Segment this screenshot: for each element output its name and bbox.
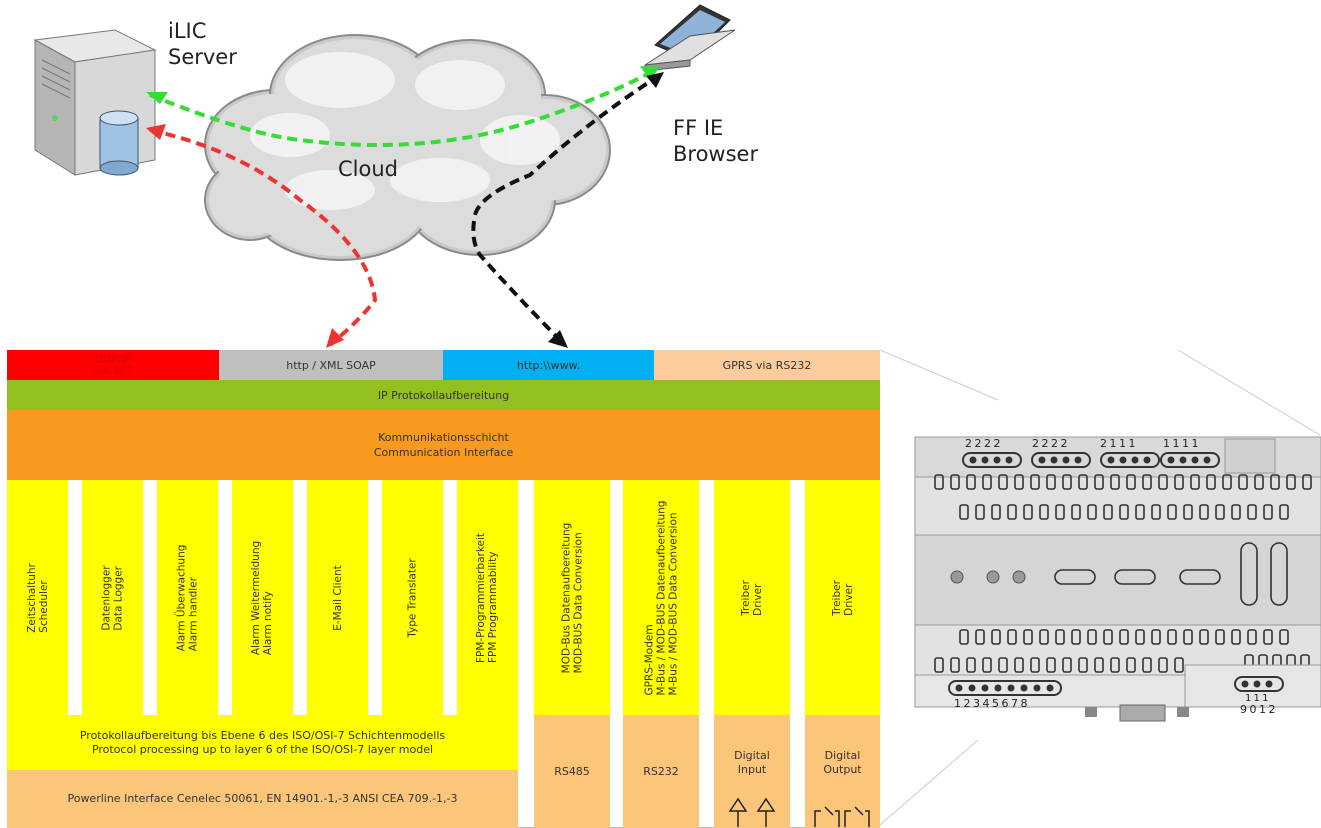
protocol-http-www: http:\\www. (443, 350, 654, 380)
laptop-icon (644, 4, 736, 72)
protocol-gprs: GPRS via RS232 (654, 350, 880, 380)
module-gprs-modem: GPRS-Modem M-Bus / MOD-BUS Datenaufberei… (623, 480, 699, 715)
protocol-udp: UDP/IP EIA 852 (7, 350, 219, 380)
red-link-arrow (149, 128, 378, 347)
module-fpm: FPM-Programmierbarkeit FPM Programmabili… (457, 480, 518, 715)
module-modbus: MOD-Bus Datenaufbereitung MOD-BUS Data C… (534, 480, 610, 715)
rs485-interface: RS485 (534, 715, 610, 828)
terminal-numbers-3: 2 1 1 1 (1100, 437, 1136, 450)
module-data-logger: Datenlogger Data Logger (82, 480, 143, 715)
module-type-translater: Type Translater (382, 480, 443, 715)
module-driver-output: Treiber Driver (805, 480, 880, 715)
module-alarm-handler: Alarm Überwachung Alarm handler (157, 480, 218, 715)
relay-switch-icon (814, 806, 870, 827)
terminal-numbers-2: 2 2 2 2 (1032, 437, 1068, 450)
zoom-lines (879, 349, 1321, 826)
module-alarm-notify: Alarm Weitermeldung Alarm notify (232, 480, 293, 715)
terminal-numbers-bottom-right-prefix: 1 1 1 (1245, 693, 1269, 704)
module-scheduler: Zeitschaltuhr Scheduler (7, 480, 68, 715)
server-label: iLIC Server (168, 19, 237, 69)
input-arrows-icon (728, 797, 776, 827)
terminal-numbers-bottom-right: 9 0 1 2 (1240, 703, 1276, 716)
terminal-numbers-4: 1 1 1 1 (1163, 437, 1199, 450)
terminal-numbers-1: 2 2 2 2 (965, 437, 1001, 450)
server-icon (33, 29, 157, 176)
protocol-processing-layer: Protokollaufbereitung bis Ebene 6 des IS… (7, 715, 518, 770)
digital-output-label: Digital Output (823, 749, 862, 776)
terminal-numbers-bottom-left: 1 2 3 4 5 6 7 8 (954, 697, 1028, 710)
network-illustration (33, 4, 736, 348)
digital-input-label: Digital Input (734, 749, 770, 776)
module-driver-input: Treiber Driver (714, 480, 790, 715)
protocol-http-xml: http / XML SOAP (219, 350, 443, 380)
digital-output-cell: Digital Output (805, 715, 880, 828)
rs232-interface: RS232 (623, 715, 699, 828)
green-link-arrow (149, 68, 656, 147)
cloud-label: Cloud (338, 157, 398, 181)
browser-label: FF IE Browser (673, 116, 759, 166)
powerline-interface-layer: Powerline Interface Cenelec 50061, EN 14… (7, 770, 518, 828)
module-email-client: E-Mail Client (307, 480, 368, 715)
cloud-icon (204, 34, 611, 261)
communication-layer: Kommunikationsschicht Communication Inte… (7, 410, 880, 480)
ip-protocol-layer: IP Protokollaufbereitung (7, 380, 880, 410)
digital-input-cell: Digital Input (714, 715, 790, 828)
black-link-arrow (471, 73, 662, 347)
ilic-device-icon (914, 436, 1321, 722)
